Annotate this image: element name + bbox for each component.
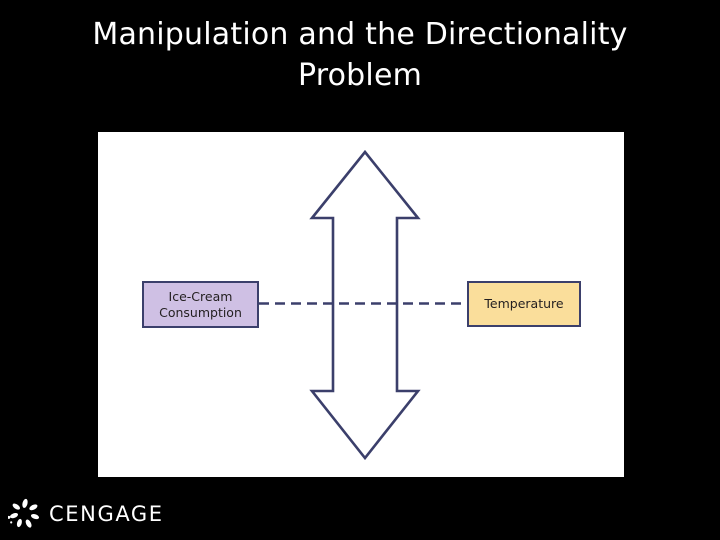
directionality-diagram	[259, 149, 467, 461]
node-temperature-label: Temperature	[484, 296, 564, 311]
node-ice-cream-consumption: Ice-Cream Consumption	[142, 281, 259, 328]
content-panel: Ice-Cream Consumption Temperature	[98, 132, 624, 477]
double-headed-arrow-icon	[309, 149, 421, 461]
node-ice-cream-label: Ice-Cream Consumption	[159, 288, 242, 320]
node-temperature: Temperature	[467, 281, 581, 327]
cengage-logo: CENGAGE	[8, 495, 228, 533]
page-title: Manipulation and the Directionality Prob…	[92, 17, 628, 93]
cengage-pinwheel-icon	[8, 498, 40, 528]
cengage-wordmark: CENGAGE	[49, 502, 164, 526]
